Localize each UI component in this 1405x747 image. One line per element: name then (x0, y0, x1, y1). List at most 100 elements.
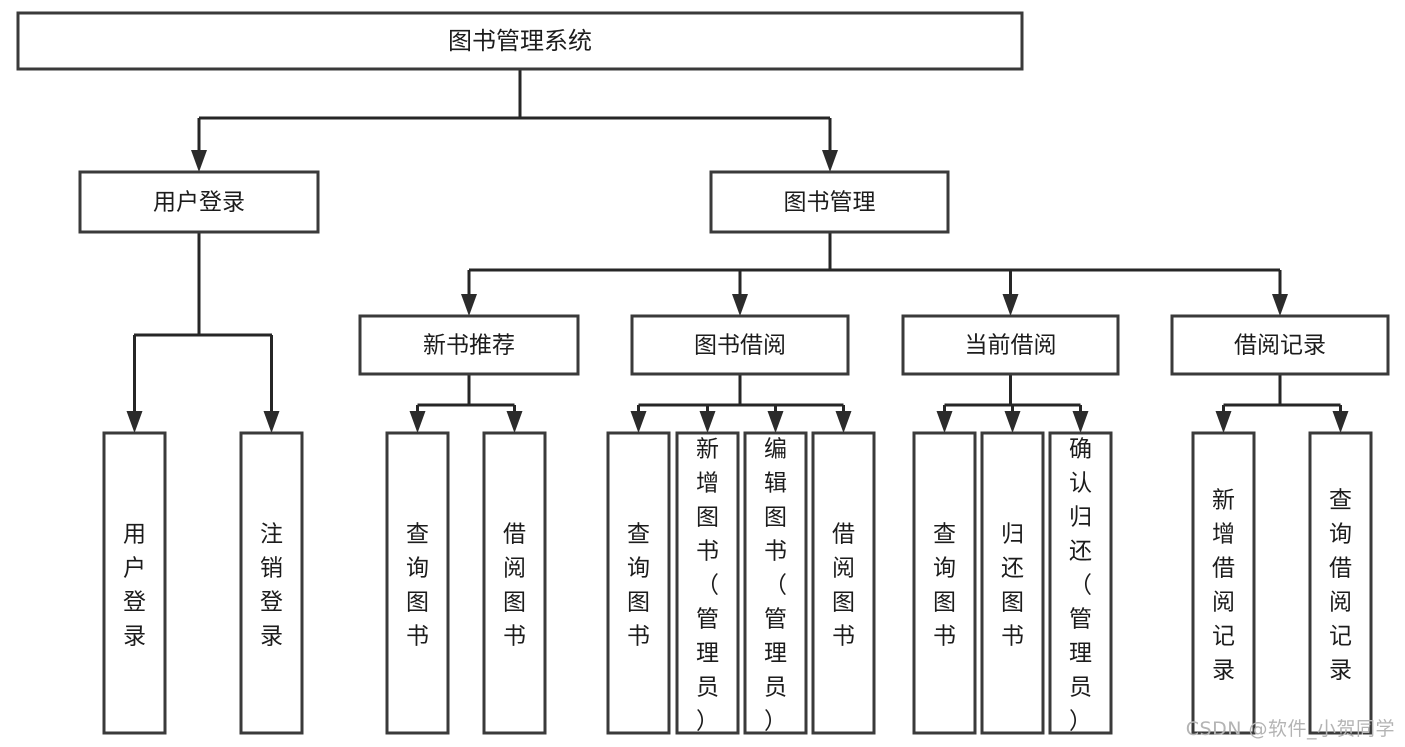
leaf-label-glyph: 书 (764, 539, 787, 565)
l3-leaf-arrow-2-2-head (1072, 411, 1089, 433)
node-level3-label-3: 借阅记录 (1234, 333, 1326, 359)
leaf-label-glyph: 新 (696, 437, 719, 463)
leaf-label-glyph: 还 (1001, 556, 1024, 582)
leaf-label-glyph: 书 (503, 624, 526, 650)
book-to-l3-arrow-1-head (732, 294, 748, 316)
leaf-label-glyph: 辑 (764, 471, 787, 497)
root-to-book-arrow-head (822, 150, 838, 172)
leaf-label-glyph: 归 (1001, 522, 1024, 548)
leaf-label-glyph: 管 (764, 607, 787, 633)
l3-leaf-arrow-1-3-head (835, 411, 852, 433)
leaf-label-glyph: 录 (123, 624, 146, 650)
connector-layer (126, 69, 1349, 433)
leaf-label-glyph: 录 (260, 624, 283, 650)
node-level2-box-1[interactable] (709, 170, 950, 234)
node-layer: 图书管理系统用户登录图书管理用户登录注销登录新书推荐查询图书借阅图书图书借阅查询… (16, 11, 1390, 735)
node-level3-box-3[interactable] (1170, 314, 1390, 376)
leaf-label-glyph: 询 (933, 556, 956, 582)
node-level3-label-0: 新书推荐 (423, 333, 515, 359)
leaf-label-glyph: ） (764, 709, 787, 735)
leaf-box-1-2[interactable] (743, 431, 808, 735)
leaf-label-glyph: 借 (832, 522, 855, 548)
leaf-box-1-0[interactable] (606, 431, 671, 735)
leaf-label-glyph: 阅 (1329, 590, 1352, 616)
node-level3-box-2[interactable] (901, 314, 1120, 376)
leaf-label-glyph: 员 (696, 675, 719, 701)
node-level3-label-1: 图书借阅 (694, 333, 786, 359)
leaf-label-glyph: 书 (696, 539, 719, 565)
leaf-label-glyph: ） (1069, 709, 1092, 735)
leaf-label-glyph: 理 (764, 641, 787, 667)
leaf-box-3-0[interactable] (1191, 431, 1256, 735)
leaf-box-user-1[interactable] (239, 431, 304, 735)
leaf-label-glyph: 图 (696, 505, 719, 531)
leaf-label-glyph: 阅 (832, 556, 855, 582)
leaf-label-glyph: 书 (832, 624, 855, 650)
leaf-label-glyph: 理 (696, 641, 719, 667)
leaf-label-glyph: 图 (406, 590, 429, 616)
leaf-label-glyph: 管 (696, 607, 719, 633)
leaf-label-glyph: 图 (503, 590, 526, 616)
node-level2-box-0[interactable] (78, 170, 320, 234)
leaf-box-3-1[interactable] (1308, 431, 1373, 735)
leaf-label-glyph: 查 (406, 522, 429, 548)
leaf-label-glyph: 书 (933, 624, 956, 650)
leaf-label-glyph: 编 (764, 437, 787, 463)
leaf-label-glyph: 询 (406, 556, 429, 582)
l3-leaf-arrow-1-0-head (630, 411, 647, 433)
leaf-box-user-0[interactable] (102, 431, 167, 735)
book-to-l3-arrow-3-head (1272, 294, 1288, 316)
leaf-label-glyph: 阅 (1212, 590, 1235, 616)
leaf-box-0-0[interactable] (385, 431, 450, 735)
leaf-box-2-1[interactable] (980, 431, 1045, 735)
node-root-box[interactable] (16, 11, 1024, 71)
l3-leaf-arrow-2-1-head (1004, 411, 1021, 433)
node-level3-box-0[interactable] (358, 314, 580, 376)
leaf-box-2-2[interactable] (1048, 431, 1113, 735)
leaf-label-glyph: 归 (1069, 505, 1092, 531)
leaf-box-2-0[interactable] (912, 431, 977, 735)
leaf-label-glyph: 销 (260, 556, 283, 582)
leaf-label-glyph: 图 (832, 590, 855, 616)
node-level2-label-0: 用户登录 (153, 190, 245, 216)
leaf-label-glyph: 录 (1329, 658, 1352, 684)
l3-leaf-arrow-1-1-head (699, 411, 716, 433)
leaf-box-1-3[interactable] (811, 431, 876, 735)
leaf-label-user-0: 用户登录 (123, 522, 146, 650)
l3-leaf-arrow-1-2-head (767, 411, 784, 433)
user-leaf-arrow-0-head (126, 411, 143, 433)
l3-leaf-arrow-3-1-head (1332, 411, 1349, 433)
leaf-label-glyph: 借 (1212, 556, 1235, 582)
leaf-label-glyph: 理 (1069, 641, 1092, 667)
l3-leaf-arrow-3-0-head (1215, 411, 1232, 433)
leaf-label-glyph: 记 (1212, 624, 1235, 650)
leaf-label-glyph: 书 (406, 624, 429, 650)
leaf-label-glyph: 书 (627, 624, 650, 650)
leaf-label-glyph: 查 (933, 522, 956, 548)
leaf-label-glyph: 用 (123, 522, 146, 548)
leaf-label-glyph: 询 (1329, 522, 1352, 548)
leaf-label-glyph: 员 (764, 675, 787, 701)
leaf-label-glyph: ） (696, 709, 719, 735)
node-level3-box-1[interactable] (630, 314, 850, 376)
leaf-box-0-1[interactable] (482, 431, 547, 735)
book-to-l3-arrow-0-head (461, 294, 477, 316)
leaf-label-glyph: 记 (1329, 624, 1352, 650)
leaf-label-glyph: 询 (627, 556, 650, 582)
leaf-label-glyph: （ (696, 573, 719, 599)
leaf-label-glyph: 登 (123, 590, 146, 616)
leaf-box-1-1[interactable] (675, 431, 740, 735)
leaf-label-glyph: （ (764, 573, 787, 599)
leaf-label-glyph: 借 (503, 522, 526, 548)
leaf-label-glyph: 图 (1001, 590, 1024, 616)
